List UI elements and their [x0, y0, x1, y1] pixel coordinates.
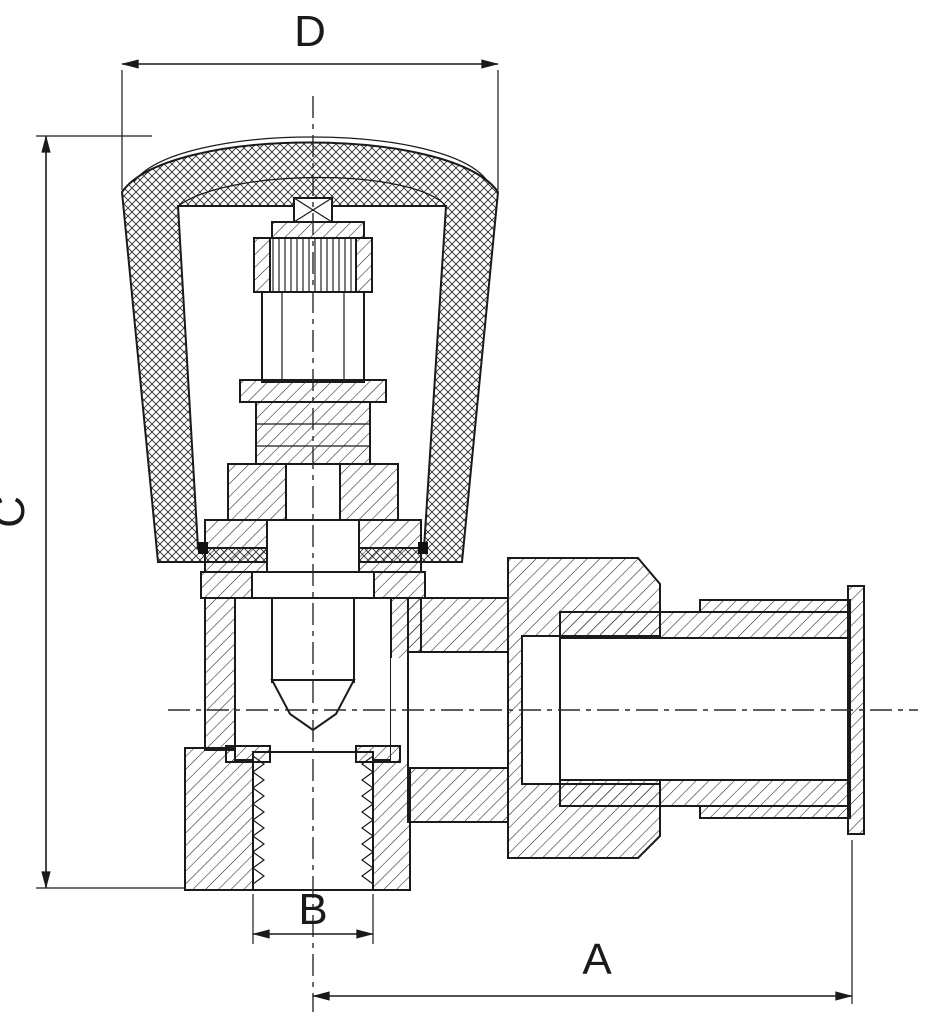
knurl-ear-left	[253, 237, 271, 293]
oring-left	[198, 542, 208, 554]
tailpiece-bore	[559, 637, 851, 781]
valve-seat-right	[355, 745, 401, 763]
dimension-b: B	[252, 885, 374, 944]
tail-sleeve-top	[699, 599, 851, 613]
centerlines	[168, 96, 918, 1012]
gland-nut-left	[227, 463, 287, 521]
dim-label-d: D	[294, 7, 326, 56]
dim-label-c: C	[0, 496, 34, 528]
screw-slot-line	[293, 197, 333, 223]
gland-nut-right	[339, 463, 399, 521]
tail-sleeve-bottom	[699, 805, 851, 819]
knob-inner-dome-line	[177, 176, 447, 207]
oring-right	[418, 542, 428, 554]
spindle-washer	[271, 221, 365, 239]
dimension-c: C	[0, 135, 185, 889]
dim-label-a: A	[582, 935, 612, 984]
tailpiece-wall-bottom	[559, 779, 851, 807]
tailpiece-wall-top	[559, 611, 851, 639]
knurl-ear-right	[355, 237, 373, 293]
chamber-passage	[391, 658, 409, 762]
inlet-thread-right	[360, 755, 375, 885]
knob-crosshatch-section	[120, 141, 500, 563]
dimension-a: A	[312, 840, 853, 1004]
dimension-d: D	[121, 7, 499, 190]
valve-cone	[270, 679, 356, 732]
valve-seat-left	[225, 745, 271, 763]
bonnet-left	[204, 519, 268, 573]
dim-label-b: B	[298, 885, 327, 934]
inlet-thread-left	[251, 755, 266, 885]
valve-knob	[120, 136, 500, 563]
knob-outer-dome-line	[133, 136, 489, 183]
bonnet-right	[358, 519, 422, 573]
